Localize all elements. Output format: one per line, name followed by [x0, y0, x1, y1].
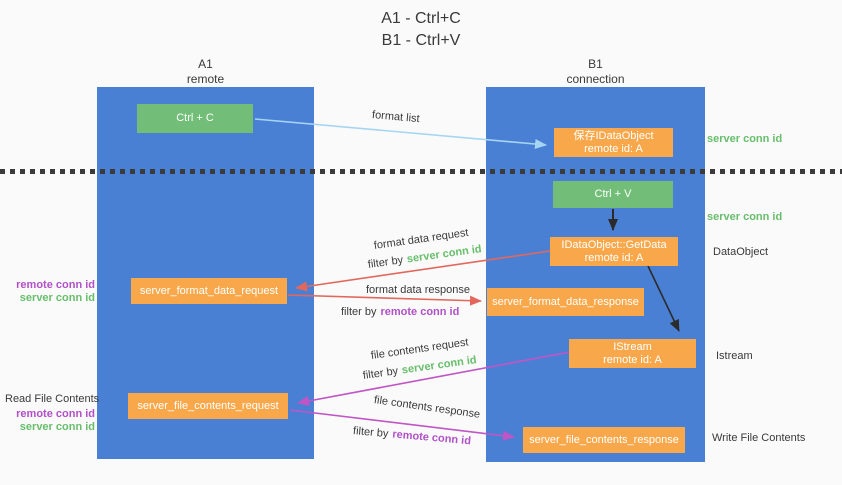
lifeline-b1-name: B1 [588, 57, 603, 71]
arrow-getdata-to-istream [647, 265, 680, 332]
node-server-format-data-request: server_format_data_request [131, 278, 287, 304]
node-server-file-contents-response: server_file_contents_response [523, 427, 685, 453]
diagram-title: A1 - Ctrl+C B1 - Ctrl+V [0, 8, 842, 52]
left-label-server-conn-id-mid: server conn id [19, 292, 95, 304]
node-ctrl-v-label: Ctrl + V [594, 188, 632, 200]
right-label-istream: Istream [716, 350, 753, 362]
arrow-file-contents-response [289, 409, 515, 441]
node-server-file-contents-response-label: server_file_contents_response [529, 433, 679, 446]
title-line-1: A1 - Ctrl+C [381, 10, 461, 27]
arrow-format-data-request [295, 250, 551, 292]
node-ctrl-v: Ctrl + V [553, 181, 673, 208]
node-istream-line2: remote id: A [603, 353, 662, 366]
right-label-server-conn-id-top: server conn id [707, 133, 783, 145]
node-server-file-contents-request-label: server_file_contents_request [137, 399, 279, 412]
lifeline-b1-role: connection [566, 72, 625, 86]
left-label-server-conn-id-bottom: server conn id [19, 421, 95, 433]
node-idataobject-getdata: IDataObject::GetData remote id: A [550, 237, 678, 266]
node-server-format-data-request-label: server_format_data_request [139, 284, 279, 297]
node-ctrl-c: Ctrl + C [137, 104, 253, 133]
left-label-remote-conn-id-mid: remote conn id [16, 279, 95, 291]
arrow-file-contents-request [297, 351, 571, 406]
arrow-format-list [254, 118, 547, 150]
node-istream-line1: IStream [613, 340, 652, 353]
lifeline-header-a1: A1 remote [97, 57, 314, 87]
node-istream: IStream remote id: A [569, 339, 696, 368]
title-line-2: B1 - Ctrl+V [381, 32, 461, 49]
node-server-file-contents-request: server_file_contents_request [128, 393, 288, 419]
right-label-dataobject: DataObject [713, 246, 769, 258]
node-server-format-data-response: server_format_data_response [487, 288, 644, 316]
node-idataobject-getdata-line2: remote id: A [584, 251, 644, 264]
filter-key-remote-conn-id: remote conn id [380, 306, 460, 318]
left-label-remote-conn-id-bottom: remote conn id [16, 408, 95, 420]
node-save-idataobject: 保存IDataObject remote id: A [554, 128, 673, 157]
edge-label-format-data-response: format data response [366, 284, 470, 296]
node-ctrl-c-label: Ctrl + C [176, 112, 214, 124]
lifeline-a1-role: remote [186, 72, 225, 86]
node-idataobject-getdata-line1: IDataObject::GetData [561, 238, 667, 251]
phase-divider-dotted-line [0, 169, 842, 174]
node-save-idataobject-line1: 保存IDataObject [573, 129, 654, 142]
right-label-write-file-contents: Write File Contents [712, 432, 806, 444]
node-server-format-data-response-label: server_format_data_response [492, 295, 639, 308]
left-label-read-file-contents: Read File Contents [5, 393, 100, 405]
filter-prefix: filter by [352, 425, 389, 441]
lifeline-header-b1: B1 connection [486, 57, 705, 87]
filter-prefix: filter by [341, 306, 377, 318]
right-label-server-conn-id-mid: server conn id [707, 211, 783, 223]
node-save-idataobject-line2: remote id: A [584, 142, 643, 155]
lifeline-a1-name: A1 [198, 57, 213, 71]
arrow-format-data-response [287, 294, 482, 306]
